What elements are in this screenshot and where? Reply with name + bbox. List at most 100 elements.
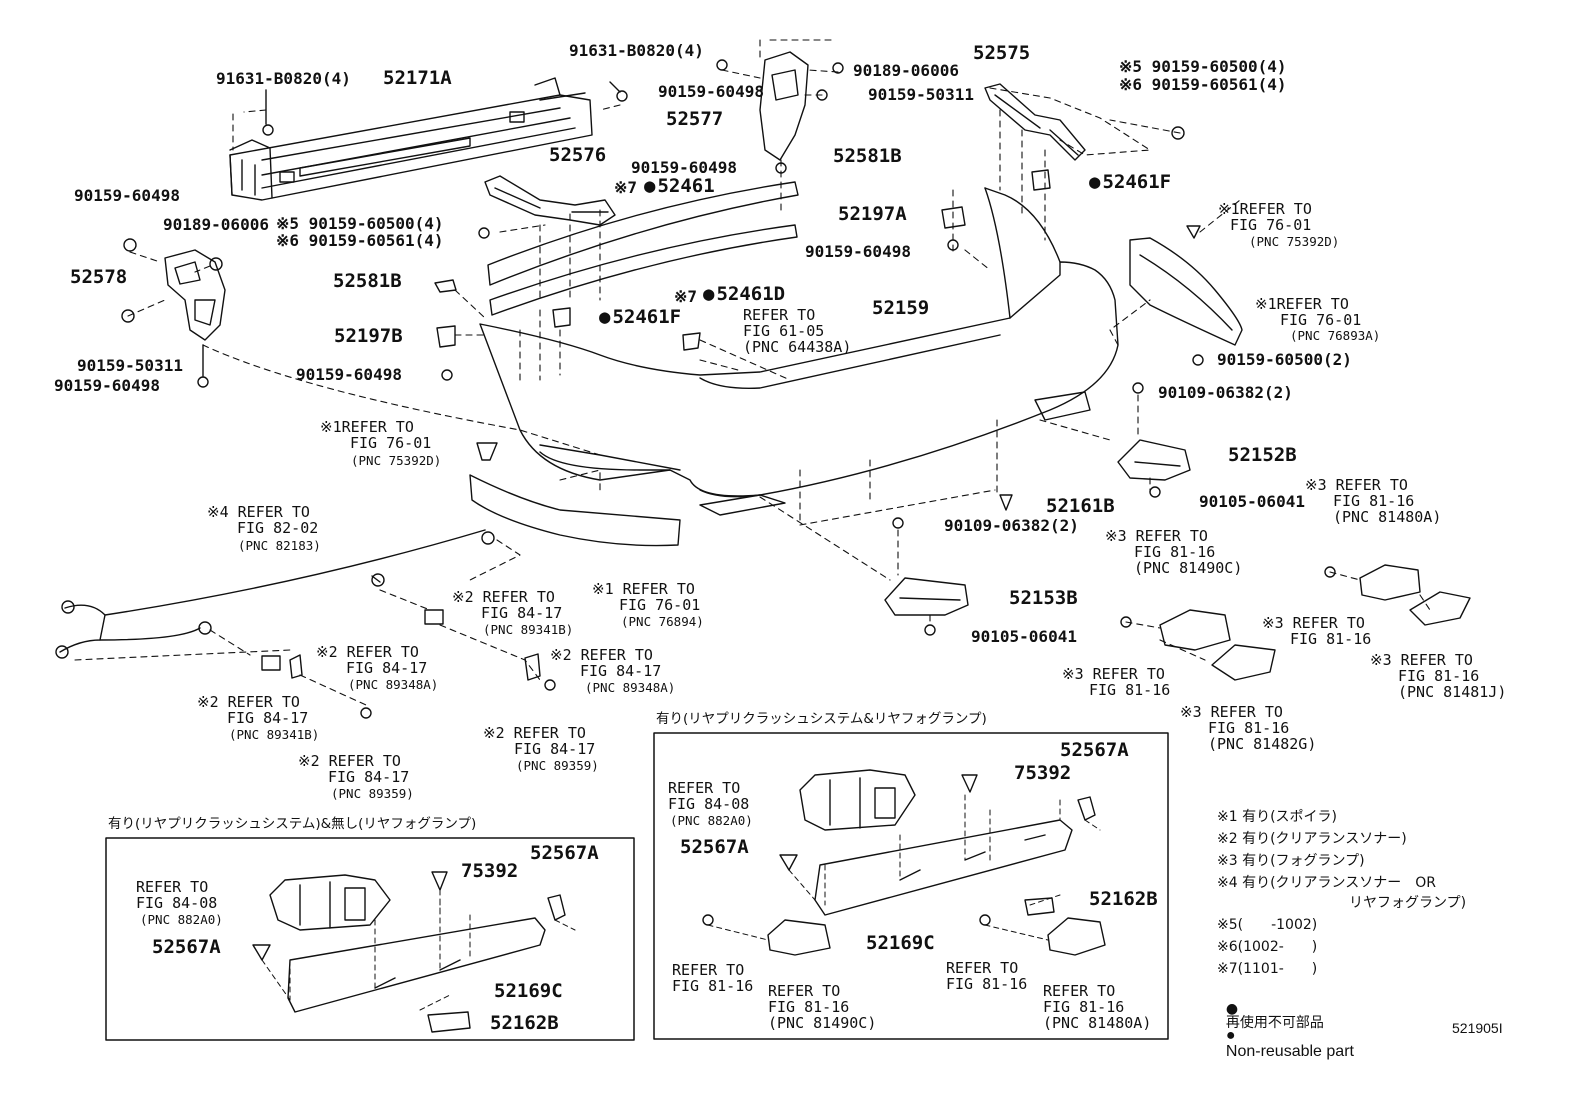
callout-90159-60500-2: 90159-60500(2) — [1217, 350, 1352, 369]
callout-90159-60498-e: 90159-60498 — [296, 365, 402, 384]
legend-note-1: ※1 有り(スポイラ) — [1217, 809, 1338, 825]
ref-sonar-d-line2: FIG 84-17 — [227, 709, 309, 727]
sonar-parts — [261, 609, 556, 719]
inset-box-right — [653, 732, 1169, 1040]
callout-52461F-a: 52461F — [1089, 173, 1171, 192]
callout-52159: 52159 — [872, 297, 930, 319]
bracket-52577 — [716, 51, 844, 174]
ref-fog-d-line2: FIG 81-16 — [1398, 667, 1480, 685]
legend-nonreusable-en-text: Non-reusable part — [1225, 1043, 1354, 1060]
inset-right-parts — [702, 769, 1106, 956]
molding-52461 — [487, 181, 799, 316]
callout-note6-60561: ※6 90159-60561(4) — [1119, 75, 1287, 94]
ref-fog-c-line1: ※3 REFER TO — [1262, 614, 1365, 632]
callout-90159-50311-b: 90159-50311 — [77, 356, 183, 375]
callout-52461: 52461 — [644, 177, 714, 196]
retainer-52576 — [478, 175, 616, 239]
retainer-52575 — [984, 83, 1185, 161]
ref-fog-b-line2: FIG 81-16 — [1134, 543, 1216, 561]
figure-id: 521905I — [1452, 1020, 1503, 1036]
ref-fog-f-line3: (PNC 81482G) — [1208, 735, 1317, 753]
bullet-icon: ● — [1225, 1027, 1236, 1044]
ref-sonar-f-line2: FIG 84-17 — [514, 740, 596, 758]
ref-sonar-b-line2: FIG 84-17 — [346, 659, 428, 677]
legend-nonreusable-jp-text: 再使用不可部品 — [1225, 1015, 1324, 1031]
inset-right-ref-b-line2: FIG 81-16 — [768, 998, 850, 1016]
callout-90159-60498-f: 90159-60498 — [54, 376, 160, 395]
callout-52461F-b: 52461F — [599, 308, 681, 327]
ref-fog-f-line2: FIG 81-16 — [1208, 719, 1290, 737]
ref-fig61-line3: (PNC 64438A) — [743, 338, 852, 356]
sonar-wire-harness — [55, 529, 495, 659]
ref-harness-line3: (PNC 82183) — [238, 538, 321, 553]
inset-left-ref-line2: FIG 84-08 — [136, 894, 218, 912]
ref-sonar-e-line3: (PNC 89359) — [331, 786, 414, 801]
callout-52197B: 52197B — [334, 325, 403, 347]
ref-fog-e-line1: ※3 REFER TO — [1062, 665, 1165, 683]
inset-right-ref-d-line2: FIG 81-16 — [1043, 998, 1125, 1016]
callout-90159-60498-c: 90159-60498 — [805, 242, 911, 261]
callout-90159-60498-b: 90159-60498 — [631, 158, 737, 177]
ref-fog-d-line1: ※3 REFER TO — [1370, 651, 1473, 669]
ref-fog-a-line3: (PNC 81480A) — [1333, 508, 1442, 526]
callout-90159-50311-a: 90159-50311 — [868, 85, 974, 104]
legend-note-3: ※3 有り(フォグランプ) — [1217, 853, 1365, 869]
legend-note-4: ※4 有り(クリアランスソナー OR — [1217, 875, 1437, 891]
bumper-reinforcement-52171A — [229, 77, 628, 201]
inset-right-52567A-a: 52567A — [1060, 739, 1129, 761]
ref-sonar-b-line3: (PNC 89348A) — [348, 677, 439, 692]
ref-fog-a-line1: ※3 REFER TO — [1305, 476, 1408, 494]
ref-spoiler-b-line2: FIG 76-01 — [1280, 311, 1362, 329]
inset-right-52169C: 52169C — [866, 932, 935, 954]
inset-right-ref-a-line2: FIG 81-16 — [672, 977, 754, 995]
legend-note-4b: リヤフォグランプ) — [1349, 895, 1467, 911]
ref-spoiler-c-line1: ※1REFER TO — [320, 418, 414, 436]
inset-right-ref-b-line1: REFER TO — [768, 982, 841, 1000]
ref-sonar-b-line1: ※2 REFER TO — [316, 643, 419, 661]
callout-90105-06041-b: 90105-06041 — [971, 627, 1077, 646]
ref-fog-e-line2: FIG 81-16 — [1089, 681, 1171, 699]
ref-sonar-d-line1: ※2 REFER TO — [197, 693, 300, 711]
ref-fog-a-line2: FIG 81-16 — [1333, 492, 1415, 510]
callout-note5-60500: ※5 90159-60500(4) — [1119, 57, 1287, 76]
callout-52577: 52577 — [666, 108, 724, 130]
inset-right-title: 有り(リヤプリクラッシュシステム&リヤフォグランプ) — [656, 711, 987, 727]
ref-fig61-line1: REFER TO — [743, 306, 816, 324]
inset-left-52567A-a: 52567A — [530, 842, 599, 864]
ref-spoiler-a-line2: FIG 76-01 — [1230, 216, 1312, 234]
inset-right-ref-d-line1: REFER TO — [1043, 982, 1116, 1000]
callout-52197A: 52197A — [838, 203, 907, 225]
clips — [434, 169, 1201, 636]
dashed-leaders — [74, 39, 1431, 706]
ref-sonar-a-line1: ※2 REFER TO — [452, 588, 555, 606]
inset-left-ref-line1: REFER TO — [136, 878, 209, 896]
ref-fog-f-line1: ※3 REFER TO — [1180, 703, 1283, 721]
ref-sonar-f-line3: (PNC 89359) — [516, 758, 599, 773]
callout-52153B: 52153B — [1009, 587, 1078, 609]
ref-sonar-d-line3: (PNC 89341B) — [229, 727, 320, 742]
inset-left-title: 有り(リヤプリクラッシュシステム)&無し(リヤフォグランプ) — [108, 816, 477, 832]
ref-sonar-a-line3: (PNC 89341B) — [483, 622, 574, 637]
inset-right-ref-a-line1: REFER TO — [672, 961, 745, 979]
callout-52461D: 52461D — [703, 285, 785, 304]
ref-sonar-c-line1: ※2 REFER TO — [550, 646, 653, 664]
inset-right-ref-c-line2: FIG 81-16 — [946, 975, 1028, 993]
inset-left-parts — [252, 871, 566, 1033]
bullet-icon: ● — [1225, 1001, 1239, 1017]
ref-spoiler-c-line2: FIG 76-01 — [350, 434, 432, 452]
inset-right-ref-line1: REFER TO — [668, 779, 741, 797]
inset-box-left — [105, 837, 635, 1041]
inset-right-ref-line2: FIG 84-08 — [668, 795, 750, 813]
legend-note-6: ※6(1002- ) — [1217, 939, 1318, 955]
ref-sonar-f-line1: ※2 REFER TO — [483, 724, 586, 742]
ref-lower-line1: ※1 REFER TO — [592, 580, 695, 598]
legend-nonreusable-jp: ● 再使用不可部品 — [1217, 988, 1324, 1030]
callout-note5-60500-b: ※5 90159-60500(4) — [276, 214, 444, 233]
inset-left-ref-line3: (PNC 882A0) — [140, 912, 223, 927]
ref-sonar-c-line2: FIG 84-17 — [580, 662, 662, 680]
inset-right-75392: 75392 — [1014, 762, 1072, 784]
ref-spoiler-c-line3: (PNC 75392D) — [351, 453, 442, 468]
ref-fog-c-line2: FIG 81-16 — [1290, 630, 1372, 648]
